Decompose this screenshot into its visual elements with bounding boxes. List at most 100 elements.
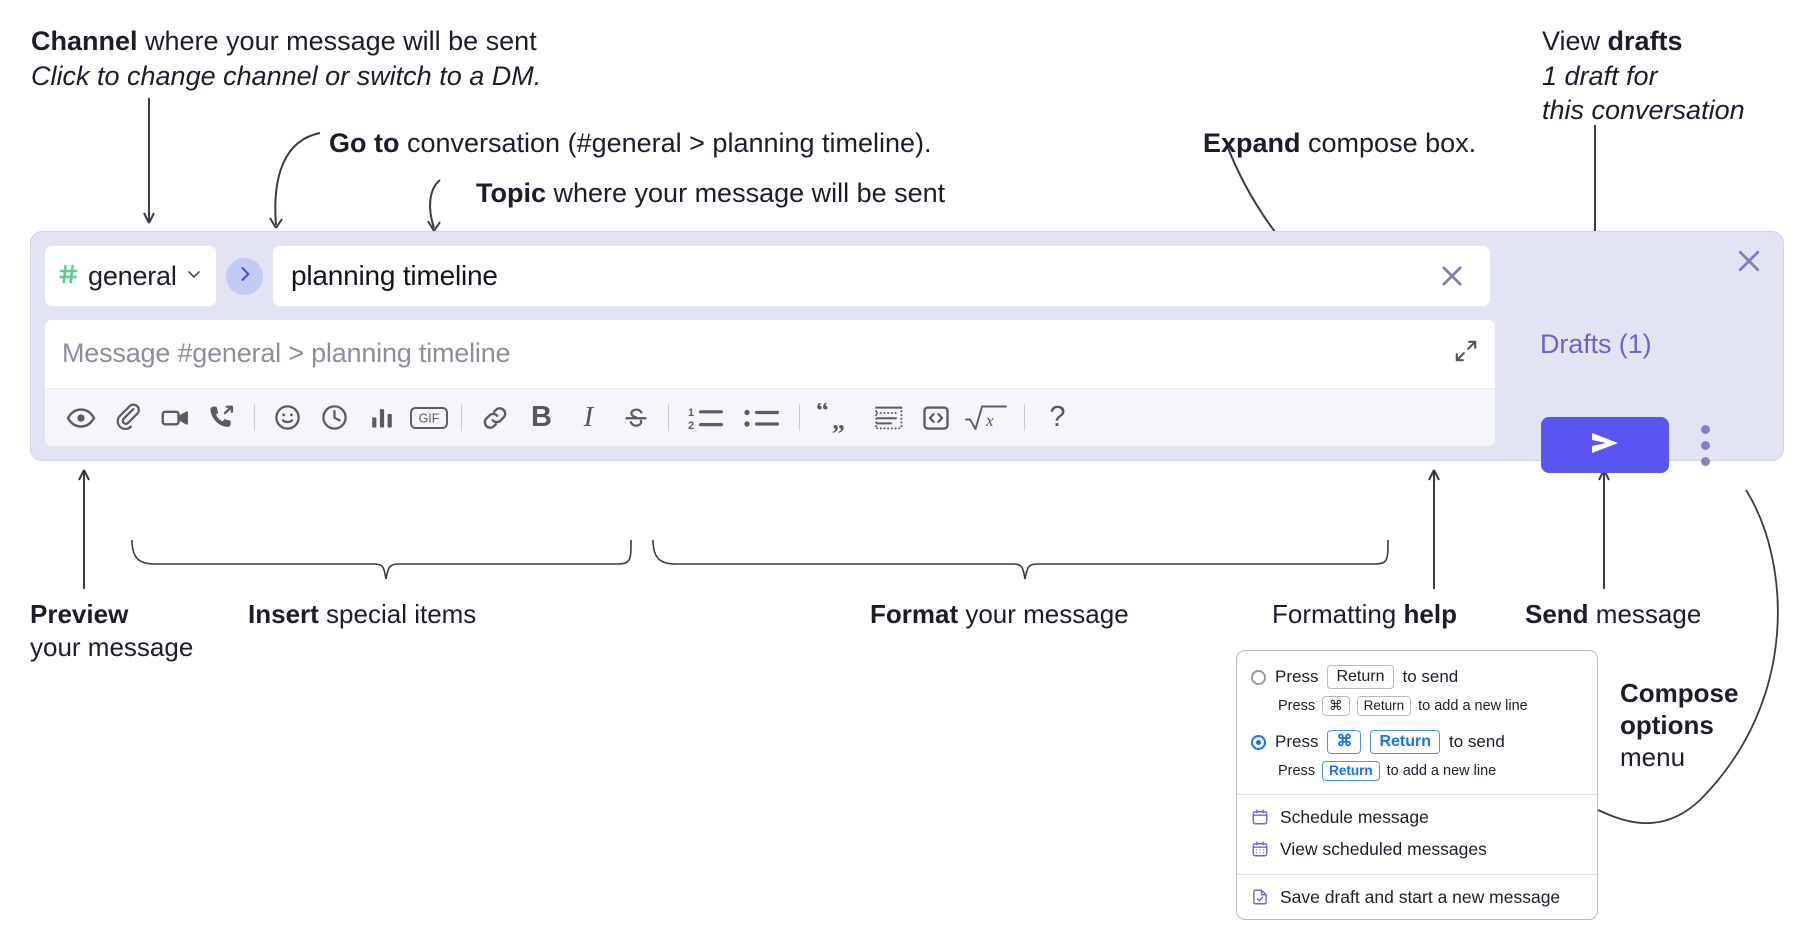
- menu-radio-return-sub: Press ⌘ Return to add a new line: [1237, 692, 1597, 720]
- key-return: Return: [1327, 665, 1394, 689]
- menu-divider: [1237, 794, 1597, 795]
- ordered-list-icon[interactable]: 1 2: [678, 396, 734, 440]
- latex-icon[interactable]: x: [959, 396, 1015, 440]
- annotation-drafts-sub1: 1 draft for: [1542, 60, 1658, 91]
- radio-selected-icon[interactable]: [1251, 734, 1266, 750]
- sub-suffix: to add a new line: [1418, 698, 1528, 714]
- menu-item-label: Schedule message: [1280, 806, 1429, 827]
- annotation-channel-rest: where your message will be sent: [137, 26, 537, 56]
- goto-conversation-button[interactable]: [226, 257, 263, 295]
- annotation-insert: Insert special items: [248, 598, 476, 631]
- expand-icon[interactable]: [1449, 334, 1483, 368]
- blockquote-icon[interactable]: “ „: [809, 396, 865, 440]
- annotation-format-rest: your message: [958, 599, 1129, 629]
- italic-icon[interactable]: I: [583, 401, 594, 433]
- annotation-drafts: View drafts 1 draft for this conversatio…: [1542, 24, 1745, 128]
- attachment-icon[interactable]: [104, 396, 151, 440]
- menu-radio-cmd-return-sub: Press Return to add a new line: [1237, 757, 1597, 785]
- formatting-toolbar: GIF B I: [45, 388, 1495, 446]
- annotation-topic-rest: where your message will be sent: [546, 178, 946, 208]
- sub-prefix: Press: [1278, 763, 1316, 779]
- annotation-preview-bold: Preview: [30, 599, 129, 629]
- svg-text:GIF: GIF: [418, 411, 439, 425]
- annotation-goto-bold: Go to: [329, 128, 400, 158]
- video-icon[interactable]: [151, 396, 198, 440]
- annotation-channel-bold: Channel: [31, 26, 138, 56]
- strikethrough-icon[interactable]: [612, 396, 659, 440]
- annotation-topic-bold: Topic: [476, 178, 546, 208]
- message-composer[interactable]: Message #general > planning timeline: [44, 319, 1496, 447]
- topic-value: planning timeline: [291, 260, 498, 291]
- annotation-expand: Expand compose box.: [1203, 126, 1476, 161]
- emoji-icon[interactable]: [264, 396, 311, 440]
- compose-panel: general planning timeline M: [31, 232, 1783, 460]
- annotation-help-bold: help: [1403, 599, 1457, 629]
- channel-selector[interactable]: general: [44, 245, 217, 307]
- menu-item-view-scheduled-messages[interactable]: View scheduled messages: [1237, 833, 1597, 865]
- dot: [1700, 456, 1710, 466]
- key-command: ⌘: [1327, 730, 1362, 754]
- annotation-help-plain: Formatting: [1272, 599, 1404, 629]
- annotation-channel-sub: Click to change channel or switch to a D…: [31, 60, 542, 91]
- annotation-format-bold: Format: [870, 599, 959, 629]
- annotation-topic: Topic where your message will be sent: [476, 176, 945, 211]
- chevron-right-icon: [235, 264, 255, 289]
- annotation-preview: Preview your message: [30, 598, 193, 665]
- calendar-grid-icon: [1251, 840, 1269, 858]
- sub-prefix: Press: [1278, 698, 1316, 714]
- message-placeholder: Message #general > planning timeline: [62, 338, 511, 368]
- annotation-compose-bold2: options: [1620, 710, 1714, 741]
- radio-label-suffix: to send: [1402, 667, 1459, 686]
- link-icon[interactable]: [471, 396, 518, 440]
- key-command: ⌘: [1322, 695, 1350, 717]
- toolbar-divider: [1024, 404, 1025, 431]
- compose-header: general planning timeline: [44, 245, 1491, 307]
- menu-radio-return-to-send[interactable]: Press Return to send: [1237, 662, 1597, 692]
- annotation-compose-bold1: Compose: [1620, 678, 1739, 708]
- key-return: Return: [1370, 730, 1441, 754]
- annotation-insert-rest: special items: [318, 599, 477, 629]
- radio-label-prefix: Press: [1275, 732, 1319, 751]
- channel-name: general: [88, 260, 177, 291]
- annotation-compose-options: Compose options menu: [1620, 677, 1738, 774]
- annotation-expand-bold: Expand: [1203, 128, 1301, 158]
- annotation-format: Format your message: [870, 598, 1129, 631]
- annotation-send-rest: message: [1588, 599, 1702, 629]
- dot: [1700, 424, 1710, 434]
- annotation-drafts-bold: drafts: [1607, 26, 1683, 56]
- bar-chart-icon[interactable]: [358, 396, 405, 440]
- toolbar-divider: [461, 404, 462, 431]
- drafts-link[interactable]: Drafts (1): [1540, 329, 1652, 359]
- gif-icon[interactable]: GIF: [405, 396, 452, 440]
- code-block-icon[interactable]: [865, 396, 912, 440]
- menu-radio-cmd-return-to-send[interactable]: Press ⌘ Return to send: [1237, 727, 1597, 757]
- menu-item-label: View scheduled messages: [1280, 838, 1487, 859]
- close-icon[interactable]: [1732, 244, 1766, 278]
- menu-divider: [1237, 874, 1597, 875]
- compose-options-menu-button[interactable]: [1688, 421, 1722, 469]
- toolbar-divider: [668, 404, 669, 431]
- code-icon[interactable]: [912, 396, 959, 440]
- annotation-send: Send message: [1525, 598, 1701, 631]
- annotation-expand-rest: compose box.: [1300, 128, 1477, 158]
- help-icon[interactable]: ?: [1049, 401, 1066, 433]
- annotation-send-bold: Send: [1525, 599, 1589, 629]
- send-button[interactable]: [1541, 417, 1669, 473]
- svg-text:x: x: [985, 411, 994, 430]
- menu-item-save-draft[interactable]: Save draft and start a new message: [1237, 881, 1597, 913]
- topic-input[interactable]: planning timeline: [272, 245, 1491, 307]
- preview-icon[interactable]: [57, 396, 104, 440]
- phone-forward-icon[interactable]: [198, 396, 245, 440]
- annotation-insert-bold: Insert: [248, 599, 319, 629]
- menu-item-schedule-message[interactable]: Schedule message: [1237, 801, 1597, 833]
- radio-unselected-icon[interactable]: [1251, 669, 1266, 685]
- annotation-formatting-help: Formatting help: [1272, 598, 1457, 631]
- bold-icon[interactable]: B: [531, 401, 552, 433]
- clear-topic-icon[interactable]: [1432, 256, 1472, 296]
- bulleted-list-icon[interactable]: [734, 396, 790, 440]
- annotation-channel: Channel where your message will be sent …: [31, 24, 541, 93]
- compose-options-menu: Press Return to send Press ⌘ Return to a…: [1236, 650, 1598, 920]
- annotation-goto: Go to conversation (#general > planning …: [329, 126, 932, 161]
- sub-suffix: to add a new line: [1386, 763, 1497, 779]
- clock-icon[interactable]: [311, 396, 358, 440]
